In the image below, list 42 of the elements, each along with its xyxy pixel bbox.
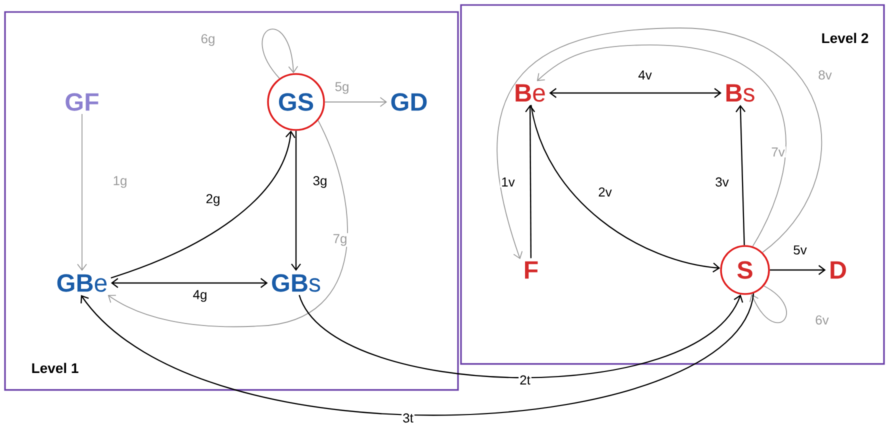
edge-label: 2g [204,193,222,207]
state-label: D [830,261,846,279]
edge-label: 3t [402,412,414,424]
arrow [536,44,786,247]
arrow [262,28,298,79]
edge-label: 2t [518,374,532,386]
edge-label: 3g [312,175,328,189]
edge-label: 2v [597,186,613,198]
arrow [549,88,722,98]
edge-label: 6v [814,314,830,326]
arrow [770,265,826,275]
edge-label: 6g [200,33,216,47]
edge-label: 4g [192,289,208,303]
edge-label: 5g [334,81,350,95]
edge-label: 7v [770,146,786,158]
arrow [530,104,720,273]
arrow [324,97,388,107]
state-label: GBs [272,274,320,292]
edge-label: 1v [500,176,516,188]
edge-label: 1g [112,175,128,189]
state-label: GF [66,93,98,111]
arrow [298,294,744,378]
edge-label: 7g [332,233,348,247]
arrow [749,286,787,323]
edge-label: 5v [792,244,808,256]
state-label: GBe [57,274,107,292]
arrow [736,104,746,246]
state-label: Be [516,84,545,102]
arrow [496,28,822,260]
edge-label: 8v [817,69,833,81]
edge-label: 3v [714,176,730,188]
edge-label: 4v [637,70,653,80]
arrow [80,293,754,416]
state-label: F [525,261,538,279]
arrow [525,104,536,258]
arrow [77,114,87,271]
arrow [110,130,296,278]
arrow [291,130,301,271]
arrow [108,120,348,328]
state-label: Bs [726,84,754,102]
state-label: GD [391,93,427,111]
arrow [110,278,268,288]
